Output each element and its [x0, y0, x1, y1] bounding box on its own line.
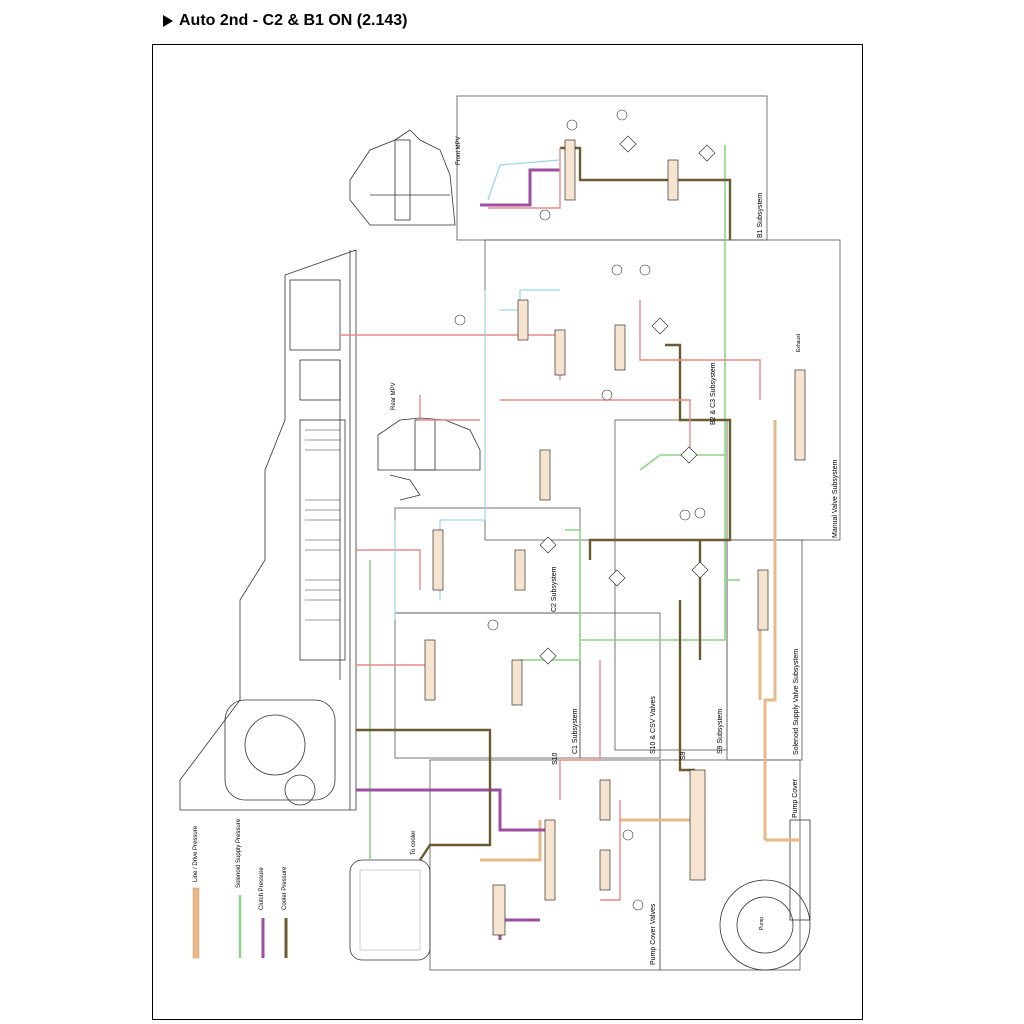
s10-csv-label: S10 & CSV Valves: [650, 696, 657, 754]
legend-label-clutch: Clutch Pressure: [259, 867, 265, 910]
legend-label-cooler: Cooler Pressure: [282, 866, 288, 910]
rear-mpv-drawing: [377, 417, 481, 501]
filter-diamonds: [539, 135, 716, 665]
b2c3-subsystem-label: B2 & C3 Subsystem: [710, 362, 717, 425]
valve-bodies: [424, 139, 806, 936]
legend-label-solenoid-supply: Solenoid Supply Pressure: [236, 818, 242, 888]
pump-drawing: [719, 819, 811, 971]
pump-cover-label: Pump Cover: [792, 778, 799, 818]
legend-swatch-line-drive: [192, 887, 200, 959]
clutch-pack-lines: [305, 429, 340, 621]
cooler-filter: [349, 859, 431, 961]
clutch-pressure-lines: [356, 168, 560, 940]
orifice-markers: [454, 109, 706, 911]
c2-subsystem-label: C2 Subsystem: [551, 566, 558, 612]
front-mpv-drawing: [349, 129, 456, 226]
s9-subsystem-label: S9 Subsystem: [717, 709, 724, 754]
b1-subsystem-label: B1 Subsystem: [757, 193, 764, 238]
page-title: Auto 2nd - C2 & B1 ON (2.143): [179, 12, 408, 29]
front-mpv-label: Front MPV: [456, 136, 462, 165]
rear-mpv-label: Rear MPV: [391, 382, 397, 410]
subsystem-boundaries: [394, 95, 841, 971]
manual-valve-subsystem-label: Manual Valve Subsystem: [832, 459, 839, 538]
pump-cover-valves-label: Pump Cover Valves: [650, 903, 657, 965]
s10-line-label: S10: [552, 752, 559, 765]
transmission-case: [179, 249, 357, 811]
play-triangle-icon: [163, 15, 173, 27]
line-pressure-lines: [480, 420, 800, 880]
s9-line-label: S9: [680, 751, 687, 760]
pump-label: Pump: [759, 917, 765, 930]
solenoid-supply-subsystem-label: Solenoid Supply Valve Subsystem: [793, 649, 800, 755]
to-cooler-label: To cooler: [411, 831, 417, 855]
exhaust-label: Exhaust: [796, 333, 802, 352]
legend-label-line-drive: Line / Drive Pressure: [193, 825, 199, 882]
cooler-lines: [356, 146, 732, 861]
diagram-frame: [152, 44, 863, 1020]
legend: Line / Drive Pressure Solenoid Supply Pr…: [192, 818, 288, 959]
c1-subsystem-label: C1 Subsystem: [572, 708, 579, 754]
page-header: Auto 2nd - C2 & B1 ON (2.143): [163, 12, 407, 30]
